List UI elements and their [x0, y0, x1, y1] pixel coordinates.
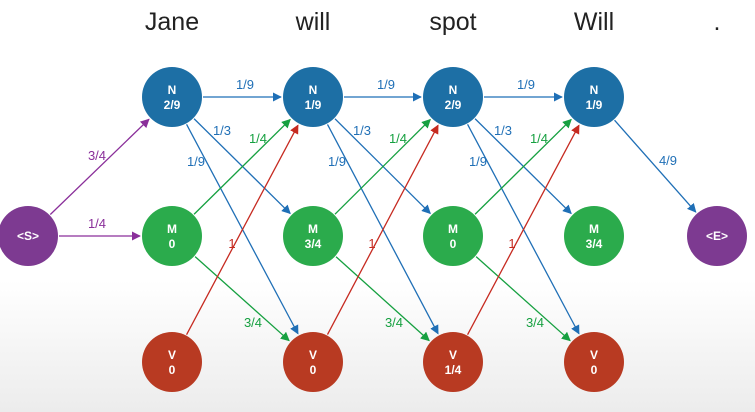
- node-value-m3: 0: [450, 237, 457, 251]
- word-period: .: [714, 8, 721, 36]
- edge-label-n3-to-n4: 1/9: [517, 77, 535, 92]
- node-m2: M3/4: [283, 206, 343, 266]
- word-row: Jane will spot Will .: [145, 8, 721, 36]
- node-v3: V1/4: [423, 332, 483, 392]
- node-circle-m1: [142, 206, 202, 266]
- node-v1: V0: [142, 332, 202, 392]
- node-value-n2: 1/9: [305, 98, 322, 112]
- node-circle-e: [687, 206, 747, 266]
- node-value-m2: 3/4: [305, 237, 322, 251]
- node-m1: M0: [142, 206, 202, 266]
- node-m3: M0: [423, 206, 483, 266]
- node-circle-n4: [564, 67, 624, 127]
- edge-label-n4-to-e: 4/9: [659, 153, 677, 168]
- node-circle-v1: [142, 332, 202, 392]
- word-spot: spot: [429, 8, 476, 36]
- node-value-v2: 0: [310, 363, 317, 377]
- node-tag-m4: M: [589, 222, 599, 236]
- edge-v2-to-n3: [326, 124, 439, 335]
- node-n1: N2/9: [142, 67, 202, 127]
- edge-n4-to-e: [614, 119, 697, 213]
- node-m4: M3/4: [564, 206, 624, 266]
- node-circle-s: [0, 206, 58, 266]
- edge-m2-to-v3: [335, 256, 430, 342]
- node-value-v4: 0: [591, 363, 598, 377]
- node-n2: N1/9: [283, 67, 343, 127]
- node-value-v1: 0: [169, 363, 176, 377]
- edge-label-v1-to-n2: 1: [228, 236, 235, 251]
- edge-label-m1-to-n2: 1/4: [249, 131, 267, 146]
- node-layer: <S>N2/9M0V0N1/9M3/4V0N2/9M0V1/4N1/9M3/4V…: [0, 67, 747, 392]
- edge-label-n1-to-v2: 1/9: [187, 154, 205, 169]
- edge-m3-to-n4: [474, 118, 572, 215]
- node-circle-n1: [142, 67, 202, 127]
- node-circle-v4: [564, 332, 624, 392]
- edge-label-n3-to-v4: 1/9: [469, 154, 487, 169]
- node-e: <E>: [687, 206, 747, 266]
- edge-s-to-n1: [49, 118, 150, 215]
- node-tag-n3: N: [449, 83, 458, 97]
- node-tag-n1: N: [168, 83, 177, 97]
- node-circle-m2: [283, 206, 343, 266]
- node-v4: V0: [564, 332, 624, 392]
- node-v2: V0: [283, 332, 343, 392]
- node-s: <S>: [0, 206, 58, 266]
- word-jane: Jane: [145, 8, 199, 36]
- node-tag-v3: V: [449, 348, 457, 362]
- edge-label-v2-to-n3: 1: [368, 236, 375, 251]
- node-n4: N1/9: [564, 67, 624, 127]
- node-circle-m4: [564, 206, 624, 266]
- node-tag-m2: M: [308, 222, 318, 236]
- node-tag-e: <E>: [706, 229, 728, 243]
- node-circle-v3: [423, 332, 483, 392]
- node-tag-n2: N: [309, 83, 318, 97]
- edge-layer: [49, 92, 697, 342]
- word-will: will: [295, 8, 331, 36]
- node-tag-v4: V: [590, 348, 598, 362]
- node-value-m1: 0: [169, 237, 176, 251]
- node-circle-v2: [283, 332, 343, 392]
- edge-label-m3-to-n4: 1/4: [530, 131, 548, 146]
- edge-label-v3-to-n4: 1: [508, 236, 515, 251]
- edge-label-s-to-n1: 3/4: [88, 148, 106, 163]
- node-tag-v1: V: [168, 348, 176, 362]
- word-will-capital: Will: [574, 8, 614, 36]
- node-tag-m3: M: [448, 222, 458, 236]
- node-circle-n2: [283, 67, 343, 127]
- node-n3: N2/9: [423, 67, 483, 127]
- edge-label-s-to-m1: 1/4: [88, 216, 106, 231]
- edge-v3-to-n4: [466, 124, 580, 335]
- edge-m2-to-n3: [334, 118, 431, 215]
- edge-label-n2-to-v3: 1/9: [328, 154, 346, 169]
- node-circle-m3: [423, 206, 483, 266]
- node-value-m4: 3/4: [586, 237, 603, 251]
- edge-label-n1-to-n2: 1/9: [236, 77, 254, 92]
- node-tag-v2: V: [309, 348, 317, 362]
- edge-label-m2-to-v3: 3/4: [385, 315, 403, 330]
- edge-label-m3-to-v4: 3/4: [526, 315, 544, 330]
- node-tag-m1: M: [167, 222, 177, 236]
- edge-label-n3-to-m4: 1/3: [494, 123, 512, 138]
- node-value-v3: 1/4: [445, 363, 462, 377]
- edge-label-n2-to-m3: 1/3: [353, 123, 371, 138]
- edge-v1-to-n2: [185, 124, 299, 335]
- node-value-n4: 1/9: [586, 98, 603, 112]
- edge-m1-to-v2: [194, 256, 290, 342]
- node-tag-n4: N: [590, 83, 599, 97]
- edge-label-n1-to-m2: 1/3: [213, 123, 231, 138]
- node-tag-s: <S>: [17, 229, 39, 243]
- node-value-n3: 2/9: [445, 98, 462, 112]
- edge-m3-to-v4: [475, 256, 571, 342]
- node-circle-n3: [423, 67, 483, 127]
- edge-m1-to-n2: [193, 118, 291, 215]
- edge-label-m1-to-v2: 3/4: [244, 315, 262, 330]
- node-value-n1: 2/9: [164, 98, 181, 112]
- edge-label-n2-to-n3: 1/9: [377, 77, 395, 92]
- edge-label-layer: 3/4 1/4 1/9 1/3 1/9 1/4 3/4 1 1/9 1/3 1/9 1/4 3/4 1 1/…: [88, 77, 677, 330]
- edge-label-m2-to-n3: 1/4: [389, 131, 407, 146]
